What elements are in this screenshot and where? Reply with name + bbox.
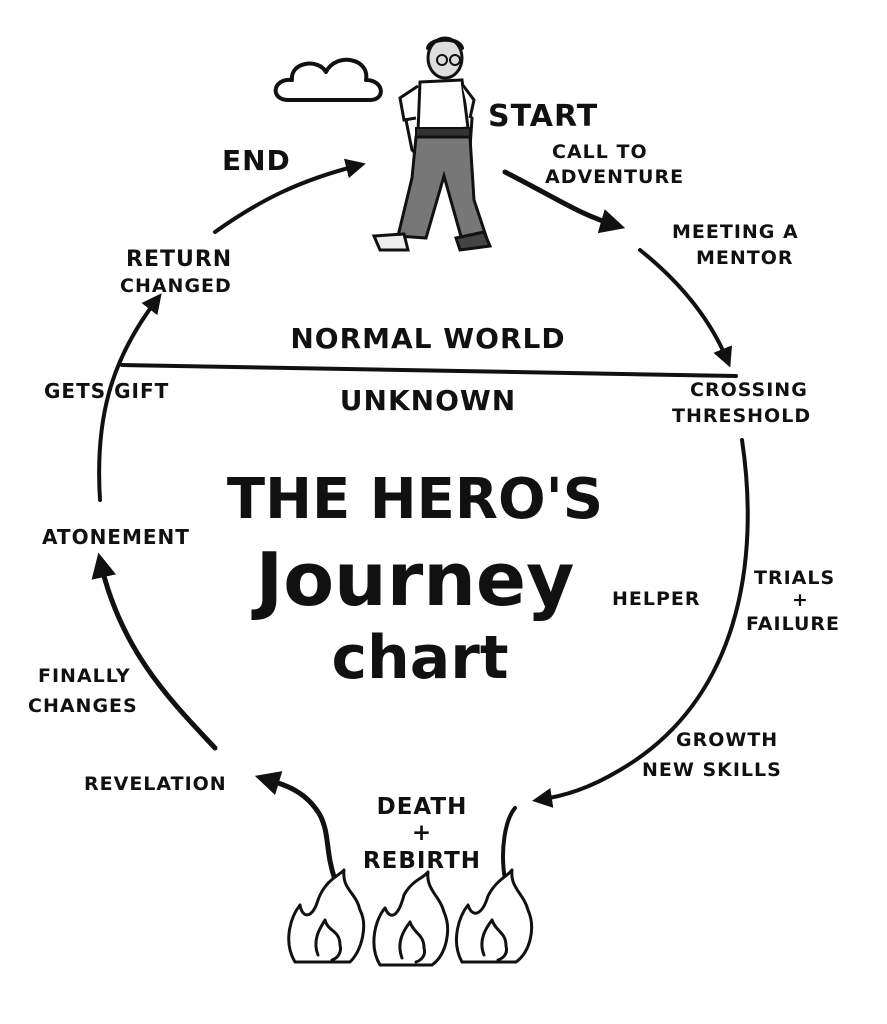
stage-death-3: REBIRTH (363, 848, 481, 874)
hero-figure-icon (371, 36, 493, 252)
stage-threshold-1: CROSSING (690, 379, 808, 401)
stage-helper: HELPER (612, 588, 701, 610)
stage-trials-2: + (792, 589, 809, 611)
stage-death-1: DEATH (377, 794, 468, 820)
stage-gift: GETS GIFT (44, 379, 169, 403)
stage-death-2: + (412, 820, 432, 846)
arrow-revelation-to-atonement (91, 552, 218, 751)
stage-start: START (488, 99, 598, 134)
world-divider-line (120, 363, 738, 378)
stage-changes-2: CHANGES (28, 695, 138, 717)
title-line-1: THE HERO'S (227, 467, 603, 532)
arrow-death-to-revelation (254, 771, 338, 883)
arrow-return-to-end (213, 158, 366, 234)
title-line-2: Journey (251, 537, 575, 623)
stage-changes-1: FINALLY (38, 665, 131, 687)
stage-growth-1: GROWTH (676, 729, 778, 751)
cloud-icon (273, 57, 383, 102)
stage-mentor-1: MEETING A (672, 221, 799, 243)
stage-mentor-2: MENTOR (696, 247, 794, 269)
title-line-3: chart (331, 623, 508, 693)
stage-return-2: CHANGED (120, 275, 232, 297)
stage-return-1: RETURN (126, 247, 232, 272)
stage-revelation: REVELATION (84, 773, 227, 795)
stage-trials-3: FAILURE (746, 613, 840, 635)
arrow-mentor-to-threshold (638, 248, 732, 368)
unknown-label: UNKNOWN (340, 384, 516, 417)
flame-icon (287, 868, 533, 967)
stage-trials-1: TRIALS (754, 567, 835, 589)
stage-growth-2: NEW SKILLS (642, 759, 782, 781)
stage-end: END (222, 144, 291, 177)
arrow-threshold-to-growth (532, 438, 750, 808)
arrow-rebirth-loop (501, 806, 517, 882)
stage-call-1: CALL TO (552, 141, 648, 163)
stage-atonement: ATONEMENT (42, 525, 190, 549)
arrow-start-to-threshold (502, 169, 626, 234)
normal-world-label: NORMAL WORLD (290, 322, 565, 355)
stage-threshold-2: THRESHOLD (672, 405, 811, 427)
stage-call-2: ADVENTURE (545, 166, 684, 188)
arrow-atonement-to-return (97, 293, 162, 502)
